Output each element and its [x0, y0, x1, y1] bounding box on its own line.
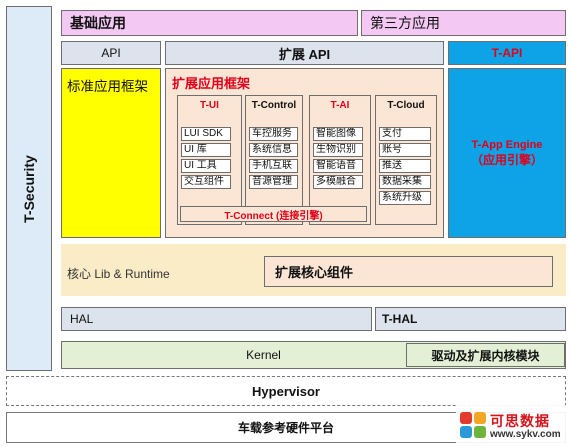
list-item: UI 工具 — [181, 159, 231, 173]
core-runtime-label: 核心 Lib & Runtime — [67, 267, 170, 281]
list-item: 生物识别 — [313, 143, 363, 157]
t-ui-column: T-UI LUI SDK UI 库 UI 工具 交互组件 — [177, 95, 242, 225]
list-item: 智能语音 — [313, 159, 363, 173]
extended-core-box: 扩展核心组件 — [264, 256, 553, 287]
t-control-column: T-Control 车控服务 系统信息 手机互联 音源管理 — [245, 95, 303, 225]
list-item: LUI SDK — [181, 127, 231, 141]
api-box: API — [61, 41, 161, 65]
t-hal-box: T-HAL — [375, 307, 566, 331]
list-item: 账号 — [379, 143, 431, 157]
watermark-url: www.sykv.com — [490, 429, 561, 440]
basic-apps-box: 基础应用 — [61, 10, 358, 36]
engine-subtitle: （应用引擎） — [470, 152, 543, 167]
list-item: 车控服务 — [249, 127, 298, 141]
list-item: 数据采集 — [379, 175, 431, 189]
standard-framework-box: 标准应用框架 — [61, 68, 161, 238]
list-item: 推送 — [379, 159, 431, 173]
list-item: 交互组件 — [181, 175, 231, 189]
list-item: 智能图像 — [313, 127, 363, 141]
list-item: UI 库 — [181, 143, 231, 157]
t-app-engine-box: T-App Engine （应用引擎） — [448, 68, 566, 238]
column-title: T-AI — [330, 100, 350, 111]
hal-box: HAL — [61, 307, 372, 331]
column-title: T-Cloud — [387, 100, 425, 111]
list-item: 多模融合 — [313, 175, 363, 189]
third-party-apps-box: 第三方应用 — [361, 10, 566, 36]
t-security-bar: T-Security — [6, 6, 52, 371]
watermark-name: 可思数据 — [490, 413, 550, 429]
hypervisor-box: Hypervisor — [6, 376, 566, 406]
list-item: 手机互联 — [249, 159, 298, 173]
column-title: T-UI — [200, 100, 219, 111]
t-connect-box: T-Connect (连接引擎) — [180, 206, 367, 222]
extended-api-box: 扩展 API — [165, 41, 444, 65]
list-item: 系统升级 — [379, 191, 431, 205]
t-cloud-column: T-Cloud 支付 账号 推送 数据采集 系统升级 — [375, 95, 437, 225]
watermark: 可思数据 www.sykv.com — [456, 405, 572, 447]
t-ai-column: T-AI 智能图像 生物识别 智能语音 多模融合 — [309, 95, 371, 225]
list-item: 系统信息 — [249, 143, 298, 157]
watermark-logo-icon — [460, 412, 486, 438]
list-item: 支付 — [379, 127, 431, 141]
engine-name: T-App Engine — [471, 138, 543, 151]
column-title: T-Control — [251, 100, 297, 111]
t-api-box: T-API — [448, 41, 566, 65]
extended-framework-title: 扩展应用框架 — [172, 76, 251, 91]
t-security-label: T-Security — [21, 154, 38, 223]
list-item: 音源管理 — [249, 175, 298, 189]
driver-module-box: 驱动及扩展内核模块 — [406, 343, 565, 367]
